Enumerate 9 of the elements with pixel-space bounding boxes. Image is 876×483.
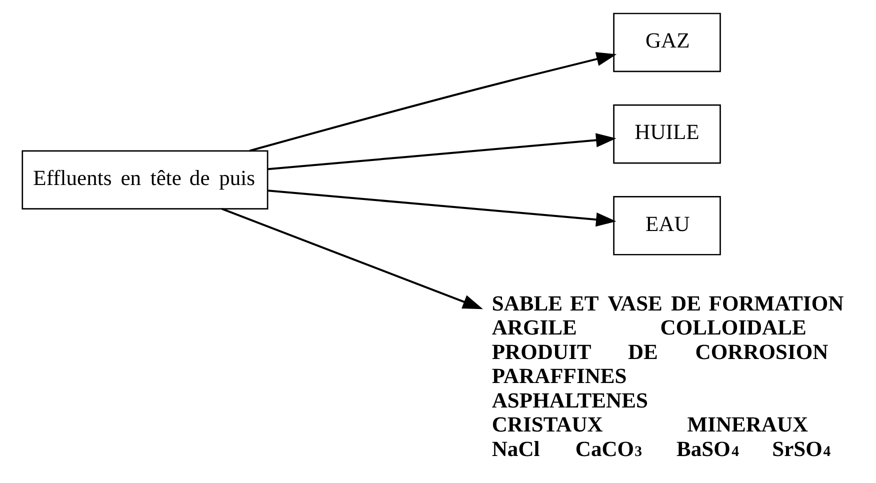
node-box: Effluents en tête de puis: [22, 150, 268, 210]
node-box: HUILE: [613, 104, 721, 164]
arrow: [222, 208, 484, 310]
node-box: GAZ: [613, 12, 721, 72]
arrow: [249, 52, 617, 152]
node-box: EAU: [613, 196, 721, 256]
arrow: [268, 133, 616, 170]
arrow: [268, 190, 616, 227]
node-text: SABLE ET VASE DE FORMATION ARGILE COLLOIDALE PRODUIT DE CORROSION PARAFFINES ASPHALTENES CRISTAUX MINERAUX NaCl CaCO3 BaSO4 SrSO4: [492, 291, 844, 461]
